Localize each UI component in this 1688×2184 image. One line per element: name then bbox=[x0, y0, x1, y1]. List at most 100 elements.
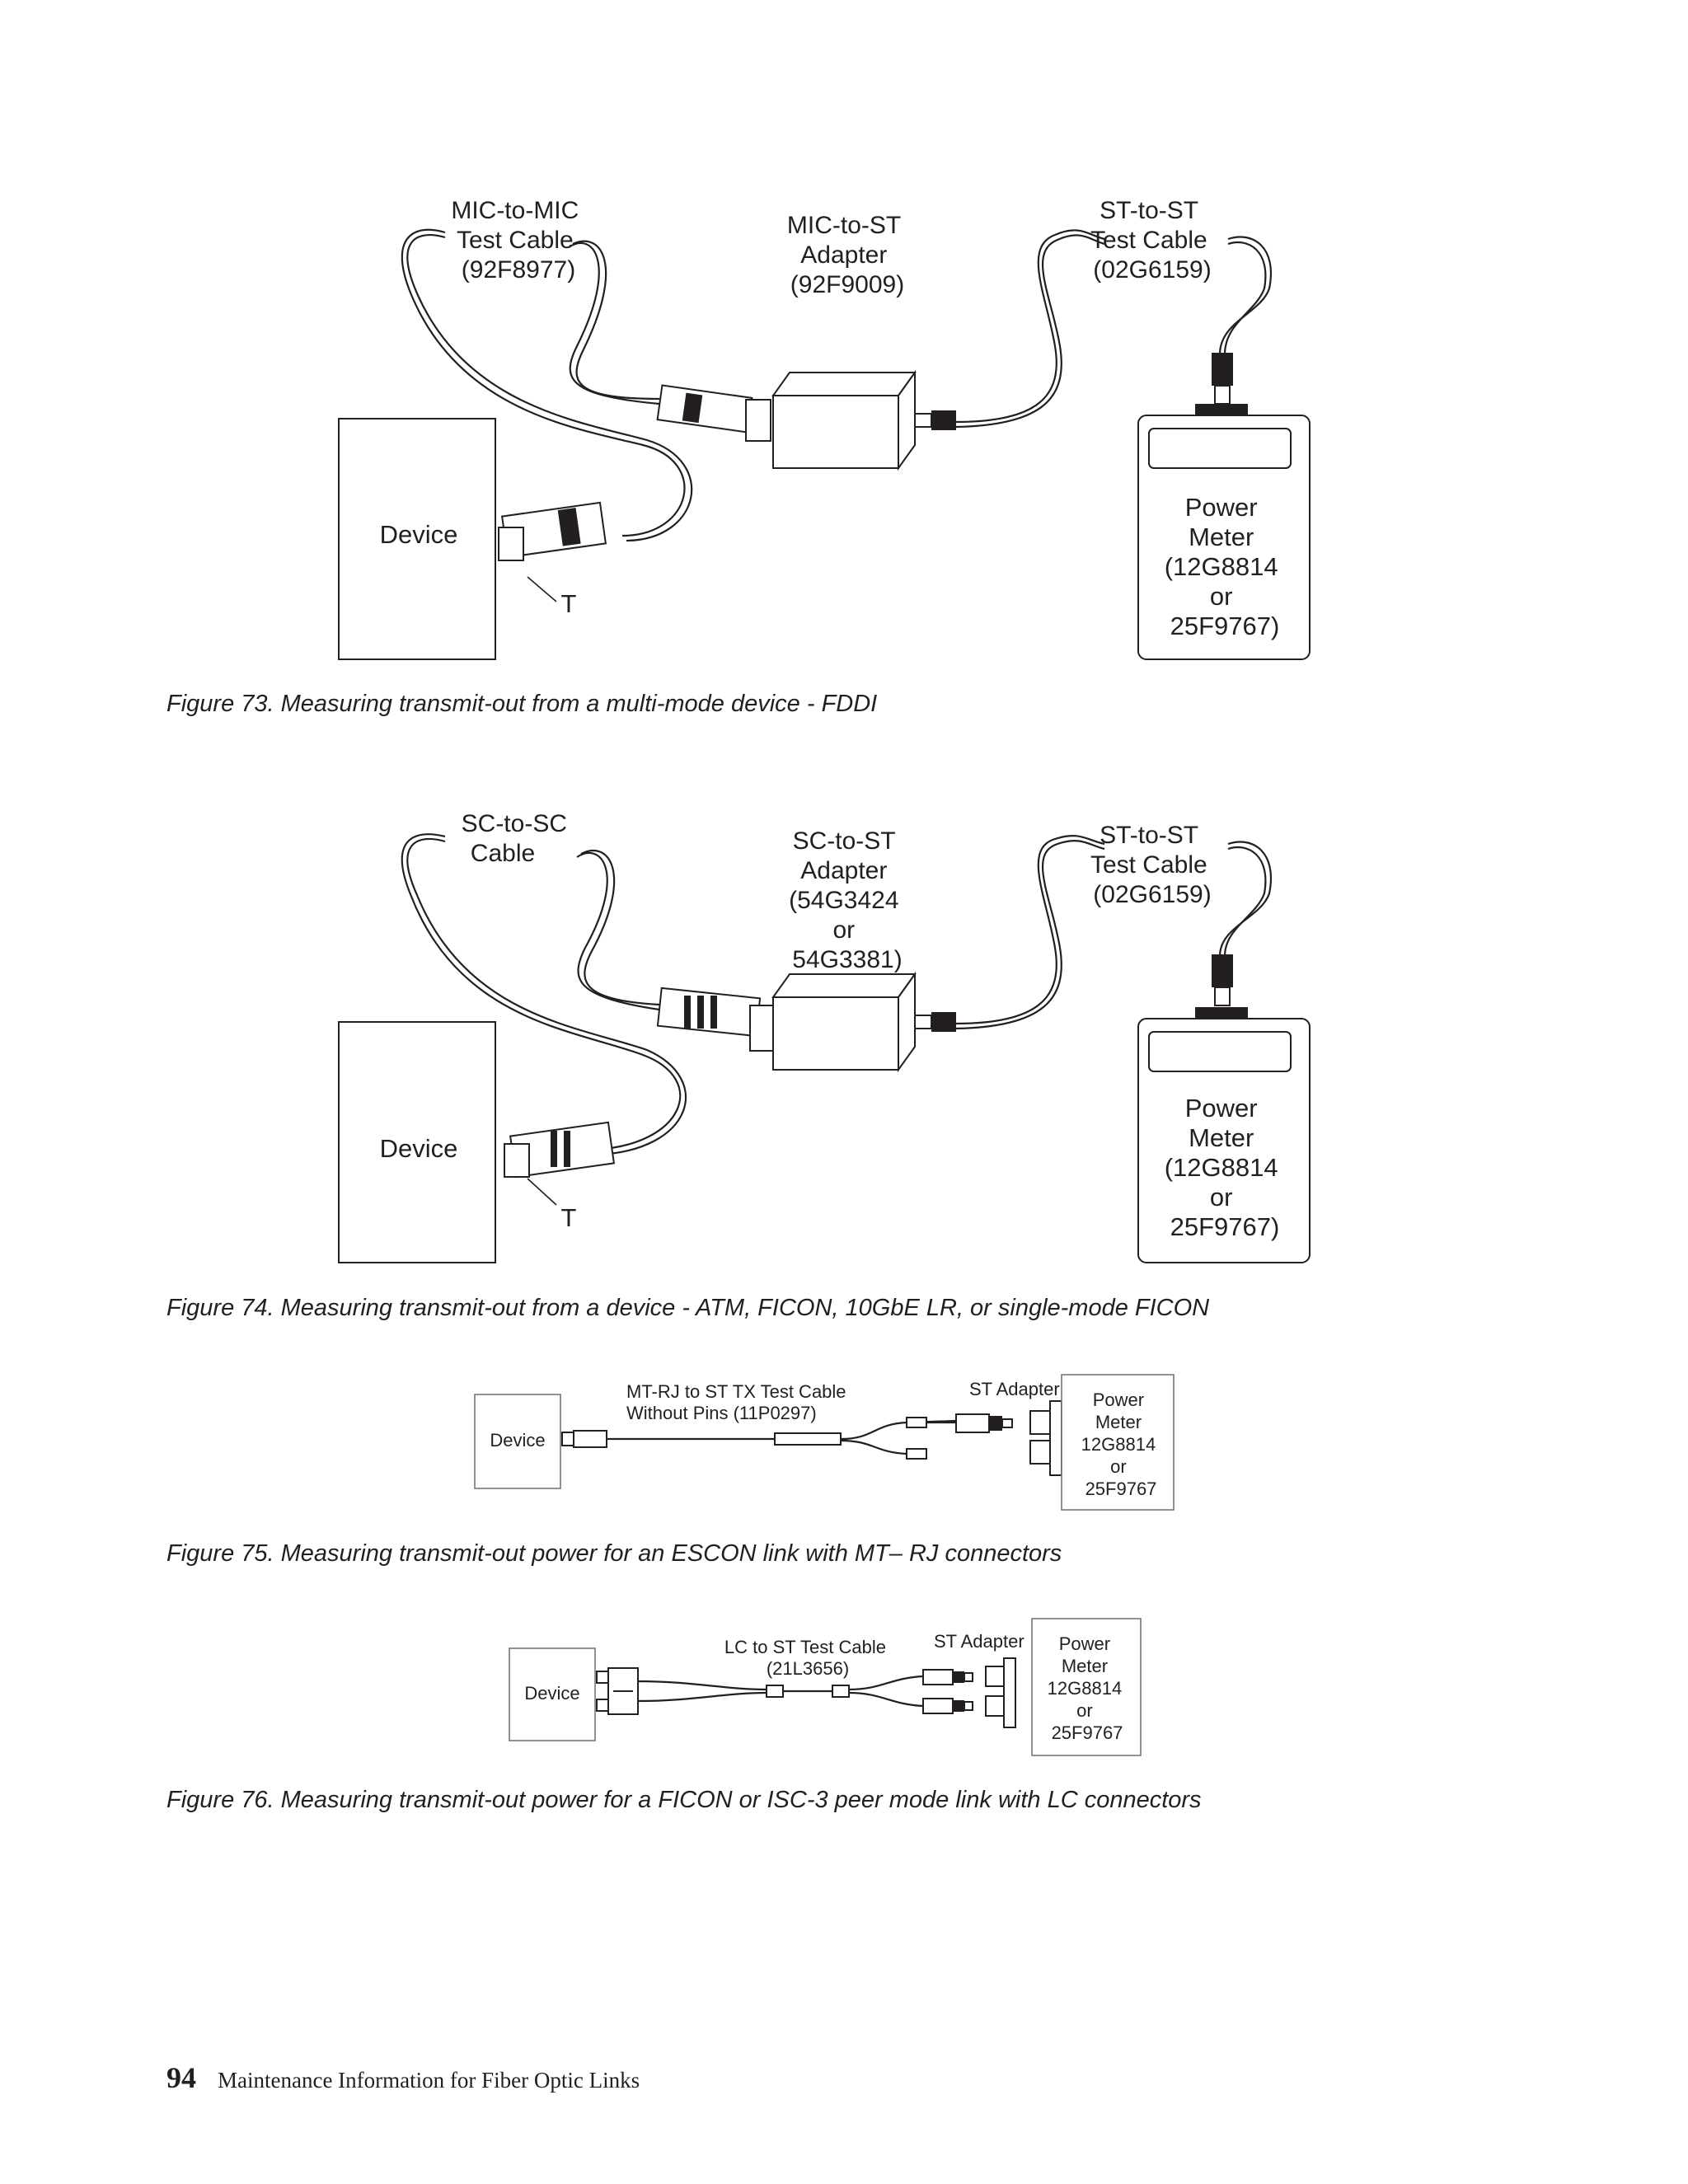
meter-label-line-1: Power bbox=[1185, 1094, 1258, 1122]
svg-text:Power Meter 12G8814: Power Meter 12G8814 or 25F9767 bbox=[1048, 1633, 1128, 1743]
figure-74-diagram: Device T SC-to-SC Cable SC-to-ST Adapter… bbox=[338, 810, 1311, 1263]
st-plug bbox=[955, 1413, 1013, 1433]
figure-76-caption: Figure 76. Measuring transmit-out power … bbox=[166, 1787, 1202, 1813]
svg-text:MIC-to-ST Adapter (92F: MIC-to-ST Adapter (92F9009) bbox=[787, 212, 907, 298]
st-to-st-cable bbox=[955, 835, 1272, 1025]
mic-connector-adapter bbox=[656, 384, 771, 442]
device-box bbox=[338, 1021, 496, 1263]
adapter-label-line-2: Adapter bbox=[800, 241, 887, 269]
meter-label-line-1: Power bbox=[1185, 493, 1258, 522]
meter-label-line-5: 25F9767 bbox=[1085, 1479, 1157, 1499]
device-label: Device bbox=[524, 1683, 579, 1704]
adapter-label-line-2: Adapter bbox=[800, 857, 887, 884]
meter-label-line-4: or bbox=[1210, 1183, 1233, 1212]
meter-label-line-3: (12G8814 bbox=[1165, 1153, 1278, 1182]
test-cable-label-line-3: (02G6159) bbox=[1093, 256, 1211, 284]
meter-label-line-3: (12G8814 bbox=[1165, 552, 1278, 581]
svg-text:Power Meter (12G8814: Power Meter (12G8814 or 25F9767) bbox=[1165, 493, 1286, 640]
power-meter bbox=[1137, 1018, 1311, 1263]
svg-text:MT-RJ to ST TX Test Cable: MT-RJ to ST TX Test Cable Without Pins (… bbox=[626, 1381, 851, 1423]
meter-display bbox=[1148, 428, 1292, 469]
power-meter bbox=[1137, 415, 1311, 660]
device-box bbox=[338, 418, 496, 660]
adapter-label-line-5: 54G3381) bbox=[792, 946, 902, 973]
test-cable-label-line-2: Test Cable bbox=[1090, 227, 1207, 254]
device-box bbox=[509, 1647, 596, 1741]
power-meter bbox=[1031, 1618, 1142, 1756]
device-box bbox=[474, 1394, 561, 1489]
st-plug-meter bbox=[1212, 954, 1233, 1006]
st-adapter bbox=[1029, 1400, 1062, 1476]
svg-text:SC-to-SC Cable: SC-to-SC Cable bbox=[462, 810, 574, 867]
figure-73-caption: Figure 73. Measuring transmit-out from a… bbox=[166, 691, 878, 717]
adapter-label: ST Adapter bbox=[969, 1379, 1060, 1399]
meter-label-line-3: 12G8814 bbox=[1081, 1434, 1156, 1455]
meter-label-line-4: or bbox=[1110, 1456, 1127, 1477]
st-plug-adapter bbox=[914, 1012, 956, 1032]
svg-text:Power Meter 12G8814: Power Meter 12G8814 or 25F9767 bbox=[1081, 1390, 1161, 1499]
cable-label-line-2: (21L3656) bbox=[767, 1658, 849, 1679]
meter-label-line-5: 25F9767 bbox=[1052, 1722, 1123, 1743]
cable-label-line-2: Test Cable bbox=[457, 227, 574, 254]
meter-label-line-1: Power bbox=[1059, 1633, 1110, 1654]
cable-label-line-2: Without Pins (11P0297) bbox=[626, 1403, 817, 1423]
cable-label-line-1: MIC-to-MIC bbox=[451, 197, 579, 224]
svg-text:Power Meter (12G8814: Power Meter (12G8814 or 25F9767) bbox=[1165, 1094, 1286, 1241]
adapter-label-line-3: (54G3424 bbox=[789, 887, 898, 914]
figure-76-diagram: Device Power Meter 12G8814 or 25F9767 LC… bbox=[509, 1618, 1142, 1756]
meter-label-line-2: Meter bbox=[1189, 523, 1254, 551]
adapter-label-line-1: MIC-to-ST bbox=[787, 212, 901, 239]
page-footer: 94 Maintenance Information for Fiber Opti… bbox=[166, 2060, 640, 2095]
meter-label-line-1: Power bbox=[1093, 1390, 1144, 1410]
st-plug-adapter bbox=[914, 410, 956, 430]
test-cable-label-line-3: (02G6159) bbox=[1093, 881, 1211, 908]
st-plugs bbox=[922, 1669, 973, 1714]
device-label: Device bbox=[380, 1134, 458, 1163]
meter-label-line-2: Meter bbox=[1095, 1412, 1142, 1432]
svg-text:SC-to-ST Adapter (54G3: SC-to-ST Adapter (54G3424 or 54G3381) bbox=[789, 827, 906, 973]
power-meter bbox=[1061, 1374, 1175, 1511]
cable-label-line-1: SC-to-SC bbox=[462, 810, 567, 837]
test-cable-label-line-2: Test Cable bbox=[1090, 851, 1207, 879]
cable-label-line-1: LC to ST Test Cable bbox=[724, 1637, 886, 1657]
st-to-st-cable bbox=[955, 229, 1272, 424]
st-adapter bbox=[985, 1657, 1016, 1728]
sc-to-sc-cable bbox=[401, 833, 682, 1151]
svg-text:ST-to-ST Test Cable (0: ST-to-ST Test Cable (02G6159) bbox=[1090, 822, 1214, 908]
mt-rj-plug bbox=[561, 1430, 607, 1448]
mic-to-st-adapter bbox=[771, 369, 917, 471]
adapter-label: ST Adapter bbox=[934, 1631, 1025, 1652]
lc-duplex-plug bbox=[596, 1667, 639, 1715]
svg-text:MIC-to-MIC Test Cable: MIC-to-MIC Test Cable (92F8977) bbox=[451, 197, 585, 284]
adapter-label-line-4: or bbox=[832, 916, 855, 944]
cable-label-line-3: (92F8977) bbox=[462, 256, 575, 284]
meter-label-line-4: or bbox=[1076, 1700, 1093, 1721]
sc-connector-adapter bbox=[656, 987, 774, 1052]
meter-label-line-2: Meter bbox=[1062, 1656, 1108, 1676]
test-cable-label-line-1: ST-to-ST bbox=[1100, 822, 1198, 849]
cable-label-line-2: Cable bbox=[471, 840, 535, 867]
meter-label-line-4: or bbox=[1210, 582, 1233, 611]
mic-connector-device bbox=[498, 501, 607, 561]
meter-label-line-2: Meter bbox=[1189, 1123, 1254, 1152]
transmit-point-label: T bbox=[561, 1203, 577, 1232]
adapter-label-line-3: (92F9009) bbox=[790, 271, 904, 298]
meter-display bbox=[1148, 1031, 1292, 1072]
sc-to-st-adapter bbox=[771, 971, 917, 1073]
page-number: 94 bbox=[166, 2061, 196, 2094]
sc-connector-device bbox=[504, 1121, 616, 1179]
svg-text:LC to ST Test Cable (21L36: LC to ST Test Cable (21L3656) bbox=[724, 1637, 891, 1679]
meter-label-line-5: 25F9767) bbox=[1170, 612, 1280, 640]
cable-label-line-1: MT-RJ to ST TX Test Cable bbox=[626, 1381, 846, 1402]
device-label: Device bbox=[490, 1430, 545, 1451]
meter-label-line-3: 12G8814 bbox=[1048, 1678, 1123, 1699]
figure-74-caption: Figure 74. Measuring transmit-out from a… bbox=[166, 1295, 1210, 1321]
device-label: Device bbox=[380, 520, 458, 549]
footer-title: Maintenance Information for Fiber Optic … bbox=[218, 2068, 640, 2093]
transmit-point-label: T bbox=[561, 589, 577, 618]
st-plug-meter bbox=[1212, 353, 1233, 405]
figure-75-caption: Figure 75. Measuring transmit-out power … bbox=[166, 1540, 1062, 1567]
test-cable-label-line-1: ST-to-ST bbox=[1100, 197, 1198, 224]
adapter-label-line-1: SC-to-ST bbox=[793, 827, 896, 855]
figure-73-diagram: Device T MIC-to-MIC Test Cable (92F8977)… bbox=[338, 197, 1311, 660]
